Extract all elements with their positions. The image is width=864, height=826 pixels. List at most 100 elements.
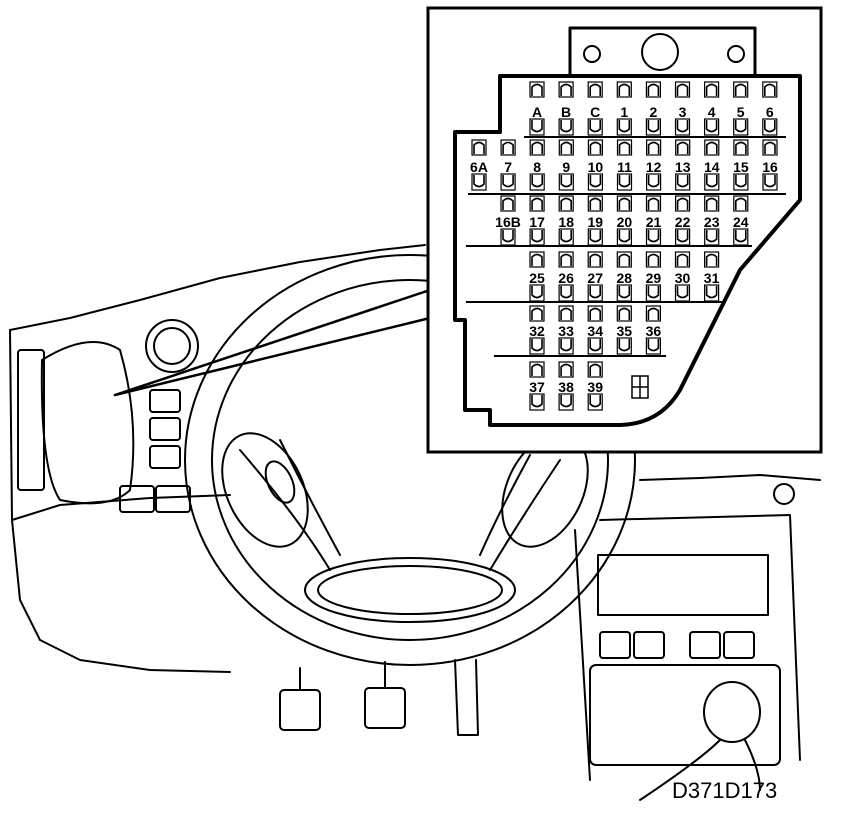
fuse-slot-2: 2 — [645, 81, 662, 136]
fuse-clip-top — [560, 307, 572, 320]
fuse-clip-bottom-frame — [558, 393, 574, 411]
fuse-clip-bottom-frame — [645, 228, 662, 246]
fuse-slot-16: 16 — [762, 139, 778, 191]
fuse-label: C — [590, 104, 600, 120]
fuse-clip-bottom — [560, 230, 572, 243]
fuse-clip-top — [531, 253, 543, 266]
fuse-label: 14 — [704, 159, 720, 175]
fuse-clip-bottom-frame — [616, 284, 632, 302]
fuse-clip-bottom-frame — [762, 118, 778, 136]
fuse-clip-bottom-frame — [703, 118, 720, 136]
fuse-clip-bottom — [764, 175, 776, 188]
mounting-hole — [641, 33, 679, 71]
fuse-clip-top-frame — [645, 305, 662, 322]
fuse-clip-bottom — [618, 286, 631, 299]
fuse-clip-top-frame — [616, 195, 633, 212]
fuse-clip-bottom-frame — [558, 173, 574, 191]
fuse-clip-top-frame — [529, 305, 545, 322]
fuse-slot-29: 29 — [646, 251, 662, 302]
dashboard-illustration — [9, 244, 821, 801]
fuse-clip-bottom — [560, 175, 573, 188]
fuse-slot-6a: 6A — [470, 139, 488, 191]
fuse-slot-24: 24 — [733, 195, 749, 246]
fuse-label: 25 — [529, 270, 545, 286]
fuse-clip-bottom-frame — [558, 284, 574, 302]
fuse-clip-top-frame — [558, 251, 574, 268]
fuse-clip-top-frame — [587, 81, 603, 98]
fuse-clip-bottom — [764, 120, 776, 133]
fuse-clip-top — [531, 197, 543, 210]
fuse-slot-7: 7 — [500, 139, 516, 191]
fuse-slot-34: 34 — [587, 305, 603, 355]
fuse-label: A — [532, 104, 542, 120]
fuse-clip-bottom — [531, 339, 543, 352]
fuse-clip-top-frame — [587, 305, 603, 322]
fuse-slot-23: 23 — [704, 195, 720, 246]
fuse-label: 17 — [529, 214, 545, 230]
fuse-clip-top — [705, 197, 718, 210]
fuse-clip-bottom-frame — [674, 228, 691, 246]
switch — [149, 389, 181, 413]
fuse-label: 9 — [562, 159, 570, 175]
fuse-clip-top-frame — [674, 251, 691, 268]
fuse-clip-bottom — [531, 286, 543, 299]
fuse-clip-bottom — [676, 175, 689, 188]
fuse-clip-bottom-frame — [587, 337, 603, 355]
fuse-clip-top — [676, 83, 689, 96]
fuse-clip-bottom-frame — [674, 118, 691, 136]
fuse-clip-top-frame — [703, 251, 720, 268]
fuse-label: 22 — [675, 214, 691, 230]
fuse-slot-10: 10 — [588, 139, 603, 191]
fuse-clip-top-frame — [587, 195, 603, 212]
fuse-label: 19 — [588, 214, 604, 230]
fuse-clip-bottom — [473, 175, 485, 188]
fuse-clip-top — [531, 307, 543, 320]
fuse-clip-top-frame — [558, 195, 574, 212]
fuse-clip-bottom — [618, 120, 631, 133]
fuse-clip-top-frame — [529, 251, 545, 268]
fuse-clip-top-frame — [558, 81, 574, 98]
fuse-slot-13: 13 — [675, 139, 691, 191]
fuse-clip-top — [589, 363, 601, 376]
fuse-slot-3: 3 — [674, 81, 691, 136]
fuse-clip-bottom — [560, 286, 572, 299]
fuse-clip-bottom — [676, 286, 689, 299]
fuse-clip-bottom — [560, 339, 572, 352]
fuse-label: 3 — [679, 104, 687, 120]
fuse-label: 29 — [646, 270, 662, 286]
fuse-clip-top-frame — [645, 81, 662, 98]
instrument-cluster — [40, 341, 135, 505]
fuse-clip-bottom-frame — [471, 173, 487, 191]
fuse-clip-bottom — [502, 230, 514, 243]
fuse-clip-top-frame — [529, 361, 545, 378]
fuse-clip-top — [647, 83, 660, 96]
fuse-label: 16 — [762, 159, 778, 175]
fuse-clip-top — [618, 197, 631, 210]
fuse-slot-16b: 16B — [495, 195, 521, 246]
steering-hub — [304, 557, 516, 623]
fuse-clip-bottom-frame — [616, 337, 632, 355]
fuse-slot-35: 35 — [616, 305, 632, 355]
fuse-slot-37: 37 — [529, 361, 545, 411]
fuse-slot-31: 31 — [703, 251, 720, 302]
fuse-clip-bottom — [618, 339, 631, 352]
fuse-clip-top-frame — [616, 305, 632, 322]
fuse-clip-top — [531, 141, 543, 154]
fuse-clip-bottom-frame — [704, 228, 720, 246]
left-air-vent — [17, 349, 45, 491]
fuse-slot-15: 15 — [733, 139, 749, 191]
fuse-clip-top — [676, 253, 689, 266]
fuse-clip-top — [618, 307, 631, 320]
fuse-label: 26 — [558, 270, 574, 286]
fuse-clip-top — [618, 141, 631, 154]
fuse-clip-bottom — [560, 395, 572, 408]
fuse-label: 2 — [650, 104, 658, 120]
fuse-label: 1 — [620, 104, 628, 120]
fuse-clip-bottom — [647, 286, 660, 299]
fuse-clip-top — [705, 83, 718, 96]
mounting-hole — [727, 45, 745, 63]
fuse-label: 5 — [737, 104, 745, 120]
fuse-clip-top — [705, 253, 718, 266]
fuse-clip-top — [560, 363, 572, 376]
